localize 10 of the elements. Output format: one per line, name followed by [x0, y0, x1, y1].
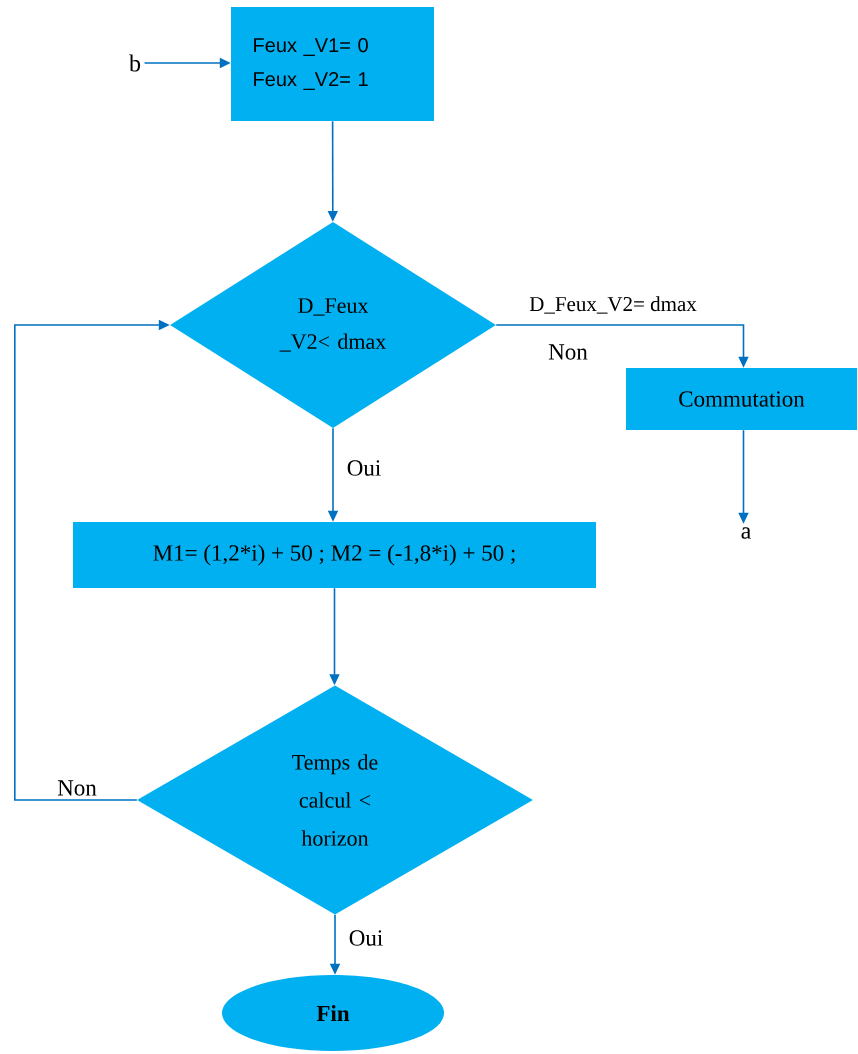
end-label: a: [741, 527, 751, 539]
process-box: Commutation: [626, 368, 857, 430]
edge-label: Oui: [349, 930, 383, 946]
process-box: Feux _V1= 0 Feux _V2= 1: [231, 7, 434, 121]
condition-label: D_Feux_V2= dmax: [529, 296, 697, 314]
process-box: M1= (1,2*i) + 50 ; M2 = (-1,8*i) + 50 ;: [73, 522, 596, 588]
start-label: b: [129, 54, 141, 72]
edge-label: Non: [57, 780, 97, 796]
edge-label: Oui: [347, 460, 381, 476]
edge-label: Non: [548, 344, 588, 360]
